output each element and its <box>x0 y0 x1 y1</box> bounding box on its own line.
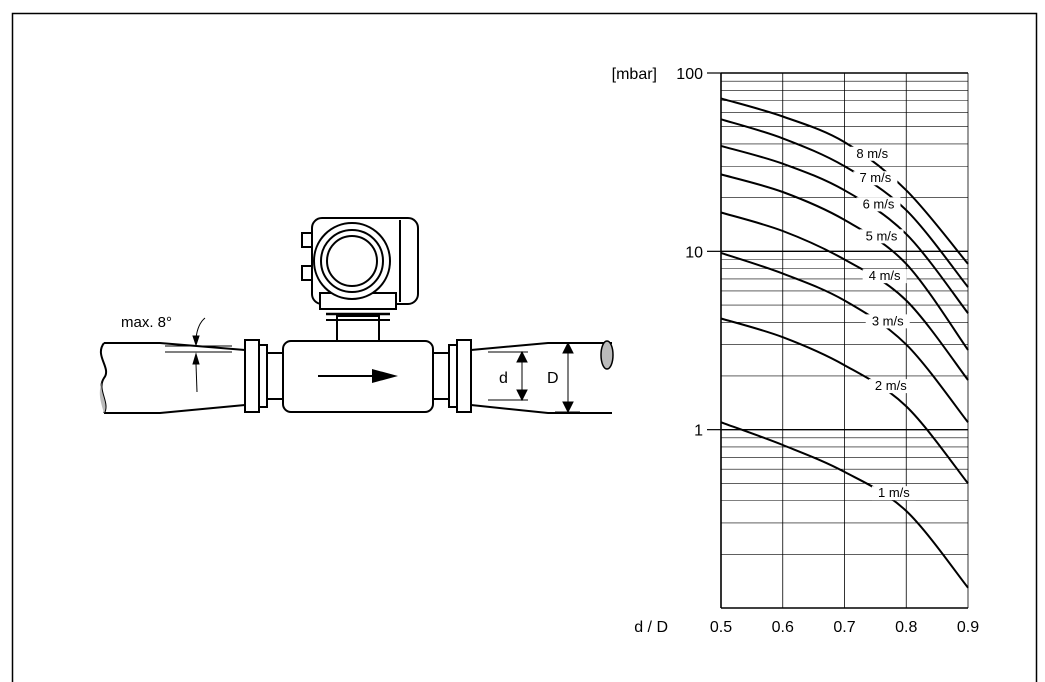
angle-label: max. 8° <box>121 314 172 331</box>
pipe-diagram <box>99 217 614 414</box>
small-diameter-label: d <box>499 370 508 387</box>
left-inner-flange <box>258 344 268 408</box>
series-label: 1 m/s <box>878 485 910 500</box>
series-label: 8 m/s <box>856 146 888 161</box>
display-cover-middle <box>320 229 384 293</box>
chart-series: 8 m/s 7 m/s 6 m/s 5 m/s 4 m/s 3 m/s 2 m/s 1 m/s <box>720 97 969 589</box>
angle-arc-lower <box>195 363 198 393</box>
series-label-bg <box>871 486 916 501</box>
pressure-loss-chart: 8 m/s 7 m/s 6 m/s 5 m/s 4 m/s 3 m/s 2 m/s 1 m/s… <box>612 66 980 636</box>
series-label-bg <box>862 269 907 284</box>
y-tick-label: 10 <box>685 244 703 261</box>
y-axis-unit: [mbar] <box>612 66 657 83</box>
right-pipe-end <box>600 340 614 370</box>
series-line-4ms <box>720 211 969 381</box>
series-line-3ms <box>720 251 969 423</box>
series-label-bg <box>868 379 913 394</box>
series-label-bg <box>850 146 895 161</box>
display-cover-outer <box>313 222 391 300</box>
d-arrow-bottom <box>516 389 528 402</box>
series-line-7ms <box>720 118 969 288</box>
series-label-bg <box>853 171 898 186</box>
x-tick-label: 0.5 <box>710 619 732 636</box>
series-line-5ms <box>720 173 969 351</box>
x-tick-label: 0.7 <box>833 619 855 636</box>
series-label-bg <box>856 197 901 212</box>
D-arrow-top <box>562 341 574 354</box>
y-tick-label: 1 <box>694 423 703 440</box>
series-line-2ms <box>720 317 969 485</box>
series-line-8ms <box>720 97 969 265</box>
series-line-1ms <box>720 421 969 589</box>
x-axis-label: d / D <box>634 619 668 636</box>
D-arrow-bottom <box>562 401 574 414</box>
cable-gland-top <box>301 232 313 248</box>
chart-ticks: 0.5 0.6 0.7 0.8 0.9 1 10 100 <box>676 66 979 636</box>
left-pipe <box>104 342 246 414</box>
x-tick-label: 0.8 <box>895 619 917 636</box>
left-pipe-break-shade <box>99 378 106 413</box>
y-tick-label: 100 <box>676 66 703 83</box>
series-label: 7 m/s <box>859 170 891 185</box>
display-cover-inner <box>326 235 378 287</box>
x-tick-label: 0.9 <box>957 619 979 636</box>
series-label: 3 m/s <box>872 313 904 328</box>
chart-grid <box>707 72 969 609</box>
series-label: 4 m/s <box>869 268 901 283</box>
angle-arc <box>195 317 206 339</box>
x-tick-label: 0.6 <box>772 619 794 636</box>
right-pipe <box>470 342 612 414</box>
right-outer-flange <box>456 339 472 413</box>
right-inner-flange <box>448 344 458 408</box>
left-outer-flange <box>244 339 260 413</box>
cable-gland-bottom <box>301 265 313 281</box>
d-arrow-top <box>516 350 528 363</box>
series-label-bg <box>865 314 910 329</box>
angle-annotation <box>165 317 232 393</box>
angle-arrow-down <box>192 335 200 347</box>
flow-arrow-head <box>372 369 398 383</box>
angle-arrow-up <box>192 352 200 365</box>
series-label-bg <box>859 229 904 244</box>
figure-border <box>11 12 1038 682</box>
dimension-arrows <box>488 341 580 414</box>
large-diameter-label: D <box>547 370 559 387</box>
series-line-6ms <box>720 144 969 314</box>
series-label: 6 m/s <box>863 196 895 211</box>
series-label: 5 m/s <box>866 228 898 243</box>
series-label: 2 m/s <box>875 378 907 393</box>
